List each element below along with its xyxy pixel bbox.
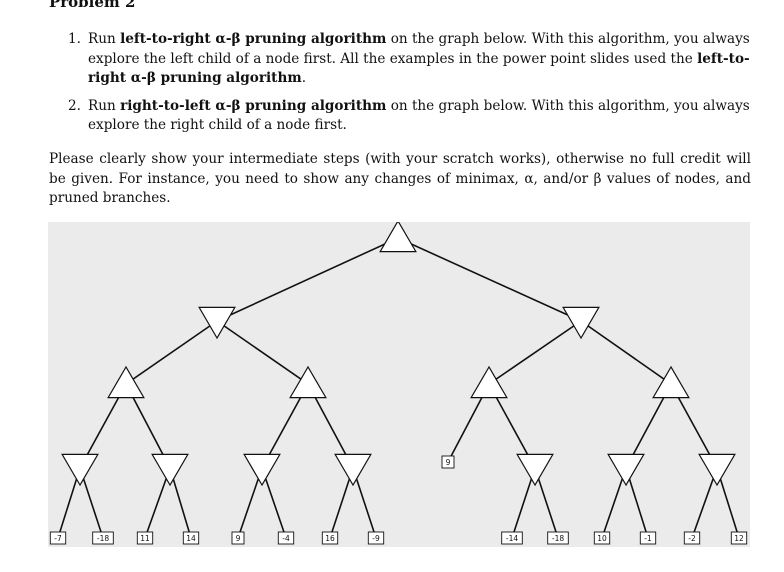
min-node: [516, 453, 554, 487]
leaf-value-box: [501, 531, 523, 545]
leaf-value: 9: [236, 534, 241, 543]
tree-edge: [261, 467, 287, 539]
leaf-value-box: [49, 531, 67, 545]
tree-edge: [216, 320, 309, 385]
leaf-value-box: [547, 531, 569, 545]
leaf-value-box: [182, 531, 200, 545]
task-text: Run right-to-left α-β pruning algorithm …: [88, 97, 750, 134]
tree-edge: [511, 467, 536, 539]
task-number: 2.: [68, 97, 81, 114]
tree-edge: [216, 237, 399, 322]
leaf-value-box: [231, 531, 245, 545]
min-node: [562, 306, 600, 340]
tree-edge: [352, 467, 377, 539]
max-node: [107, 365, 145, 399]
leaf-value-box: [367, 531, 385, 545]
leaf-value: 16: [325, 534, 335, 543]
leaf-value-box: [683, 531, 701, 545]
min-node: [698, 453, 736, 487]
leaf-value-box: [593, 531, 611, 545]
min-node: [243, 453, 281, 487]
leaf-value-box: [730, 531, 748, 545]
leaf-value: -4: [282, 534, 290, 543]
game-tree-figure: -7 -18 11 14 9 -4 16 -9 -14 -18 10 -1 -2 12 9: [48, 219, 750, 547]
leaf-value: -9: [372, 534, 380, 543]
tree-edge: [534, 467, 559, 539]
min-node: [334, 453, 372, 487]
tree-edge: [691, 467, 718, 539]
leaf-value: -2: [688, 534, 696, 543]
task-text: Run left-to-right α-β pruning algorithm …: [88, 31, 750, 86]
tree-edge: [488, 320, 582, 385]
tree-edge: [329, 467, 354, 539]
tree-edge: [79, 467, 104, 539]
terminal-value: 9: [446, 458, 451, 467]
problem-heading: Problem 2: [49, 0, 136, 11]
tree-edge: [397, 237, 582, 322]
tree-edges: [57, 237, 740, 539]
leaf-value: 11: [140, 534, 150, 543]
min-node: [61, 453, 99, 487]
instructions-paragraph: Please clearly show your intermediate st…: [49, 151, 751, 206]
leaf-value-box: [277, 531, 295, 545]
leaf-value: -7: [54, 534, 62, 543]
max-node: [652, 365, 690, 399]
tree-edge: [144, 467, 171, 539]
leaf-value: 14: [186, 534, 196, 543]
leaf-value: -1: [644, 534, 652, 543]
task-list: 1. Run left-to-right α-β pruning algorith…: [68, 30, 752, 144]
max-node: [470, 365, 508, 399]
max-node: [289, 365, 327, 399]
leaf-value: 12: [734, 534, 744, 543]
leaf-value: 10: [597, 534, 607, 543]
game-tree-svg: -7 -18 11 14 9 -4 16 -9 -14 -18 10 -1 -2 12 9: [49, 219, 748, 545]
min-node: [607, 453, 645, 487]
root-max-node: [379, 219, 417, 253]
terminal-value-box: [441, 455, 455, 469]
task-number: 1.: [68, 31, 81, 47]
min-node: [151, 453, 189, 487]
leaf-value: -18: [552, 534, 564, 543]
leaf-value-box: [639, 531, 657, 545]
leaf-value: -14: [506, 534, 518, 543]
leaf-value-box: [92, 531, 114, 545]
tree-edge: [601, 467, 627, 539]
leaf-value-box: [136, 531, 154, 545]
tree-edge: [125, 320, 218, 385]
leaf-value-box: [321, 531, 339, 545]
task-item: 1. Run left-to-right α-β pruning algorith…: [68, 30, 752, 89]
tree-edge: [237, 467, 263, 539]
min-node: [198, 306, 236, 340]
tree-edge: [580, 320, 672, 385]
leaf-value: -18: [97, 534, 109, 543]
task-item: 2. Run right-to-left α-β pruning algorith…: [68, 97, 752, 136]
